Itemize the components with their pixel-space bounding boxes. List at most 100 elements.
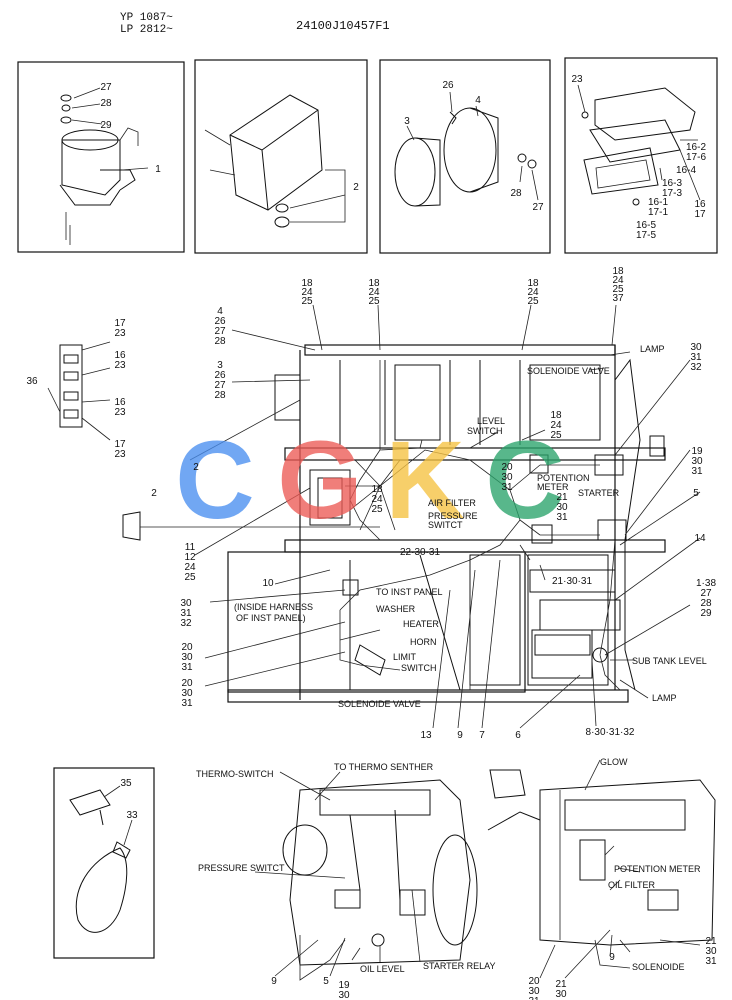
callout-18-24-25: 18 [301, 278, 313, 289]
watermark-letter: C [175, 419, 254, 542]
callout-20-30-31: 20 [528, 976, 540, 987]
callout-1-38-27-28-29: 29 [700, 608, 712, 619]
callout-21-30-31: 21 [705, 936, 717, 947]
callout-18-24-25: 24 [301, 287, 313, 298]
callout-16-5: 17-5 [636, 230, 656, 241]
labels: LAMP SOLENOIDE VALVE LEVEL SWITCH POTENT… [196, 344, 707, 974]
label-limit-switch: SWITCH [401, 663, 437, 673]
label-inside-harness: (INSIDE HARNESS [234, 602, 313, 612]
callout-3: 3 [404, 116, 410, 127]
callout-21-30-31: 21·30·31 [552, 576, 592, 587]
callout-18-24-25: 24 [371, 494, 383, 505]
label-solenoide: SOLENOIDE [632, 962, 685, 972]
callout-3-26-27-28: 26 [214, 370, 226, 381]
label-switch: SWITCH [467, 426, 503, 436]
callout-20-30-31: 31 [501, 482, 513, 493]
callout-18-24-25-37: 18 [612, 266, 624, 277]
callout-20-30-31: 20 [181, 642, 193, 653]
callout-17-23: 23 [114, 328, 126, 339]
watermark-letter: G [277, 419, 363, 542]
callout-20-30-31: 31 [181, 698, 193, 709]
watermark-letter: C [485, 419, 564, 542]
callout-2: 2 [151, 488, 157, 499]
callout-16-2: 16-2 [686, 142, 706, 153]
callout-16-3: 16-3 [662, 178, 682, 189]
callout-16-17: 17 [694, 209, 706, 220]
callout-16-2: 17-6 [686, 152, 706, 163]
callout-3-26-27-28: 28 [214, 390, 226, 401]
callout-4-26-27-28: 4 [217, 306, 223, 317]
callout-27: 27 [532, 202, 544, 213]
detail-frame-3 [379, 59, 551, 254]
engine-left-drawing [254, 771, 478, 981]
label-limit: LIMIT [393, 652, 417, 662]
label-starter: STARTER [578, 488, 620, 498]
label-lamp-top: LAMP [640, 344, 665, 354]
callout-16-23: 23 [114, 360, 126, 371]
callout-16-3: 17-3 [662, 188, 682, 199]
callout-18-24-25: 18 [368, 278, 380, 289]
callout-19-30: 30 [338, 990, 350, 1000]
label-solenoide-valve-bottom: SOLENOIDE VALVE [338, 699, 421, 709]
callout-18-24-25: 25 [368, 296, 380, 307]
callout-3-26-27-28: 3 [217, 360, 223, 371]
callout-33: 33 [126, 810, 138, 821]
detail-frame-4 [564, 57, 718, 254]
detail-frames [17, 57, 718, 959]
callout-17-23: 17 [114, 439, 126, 450]
callout-4: 4 [475, 95, 481, 106]
callout-4-26-27-28: 28 [214, 336, 226, 347]
callout-2: 2 [193, 462, 199, 473]
callout-20-30-31: 20 [501, 462, 513, 473]
callout-2: 2 [353, 182, 359, 193]
callout-1-38-27-28-29: 1·38 [696, 578, 716, 589]
callout-29: 29 [100, 120, 112, 131]
callout-18-24-25: 18 [550, 410, 562, 421]
callout-7: 7 [479, 730, 485, 741]
callout-9: 9 [271, 976, 277, 987]
callout-16-23: 16 [114, 350, 126, 361]
leader-lines [189, 304, 701, 729]
label-to-inst-panel: TO INST PANEL [376, 587, 443, 597]
label-starter-relay: STARTER RELAY [423, 961, 496, 971]
callout-19-30-31: 19 [691, 446, 703, 457]
relay-drawing [59, 87, 149, 245]
callout-16-4: 16-4 [676, 165, 696, 176]
label-air-filter: AIR FILTER [428, 498, 476, 508]
callout-4-26-27-28: 27 [214, 326, 226, 337]
cable-strap-drawing [69, 785, 133, 933]
callout-30-31-32: 31 [690, 352, 702, 363]
wiring-harness [339, 360, 621, 691]
label-heater: HEATER [403, 619, 439, 629]
callout-8-30-31-32: 8·30·31·32 [586, 727, 635, 738]
callout-1-38-27-28-29: 27 [700, 588, 712, 599]
label-glow: GLOW [600, 757, 628, 767]
callout-11-12-24-25: 12 [184, 552, 196, 563]
drawing-number: 24100J10457F1 [296, 19, 390, 33]
callout-19-30-31: 31 [691, 466, 703, 477]
callout-21-30-31: 21 [556, 492, 568, 503]
callout-10: 10 [262, 578, 274, 589]
callout-11-12-24-25: 25 [184, 572, 196, 583]
callout-20-30-31: 20 [181, 678, 193, 689]
callout-21-30-31: 30 [555, 989, 567, 1000]
serial-lp: LP 2812~ [120, 24, 173, 36]
label-meter: METER [537, 482, 569, 492]
label-lamp-bottom: LAMP [652, 693, 677, 703]
callout-30-31-32: 32 [690, 362, 702, 373]
callout-18-24-25: 25 [301, 296, 313, 307]
callout-28: 28 [510, 188, 522, 199]
callout-5: 5 [323, 976, 329, 987]
callout-30-31-32: 30 [180, 598, 192, 609]
callout-23: 23 [571, 74, 583, 85]
label-level: LEVEL [477, 416, 505, 426]
callout-18-24-25: 25 [371, 504, 383, 515]
callout-36: 36 [26, 376, 38, 387]
callout-21-30-31: 30 [556, 502, 568, 513]
label-oil-filter: OIL FILTER [608, 880, 656, 890]
detail-frame-5 [53, 767, 155, 959]
callout-18-24-25: 25 [550, 430, 562, 441]
callout-4-26-27-28: 26 [214, 316, 226, 327]
